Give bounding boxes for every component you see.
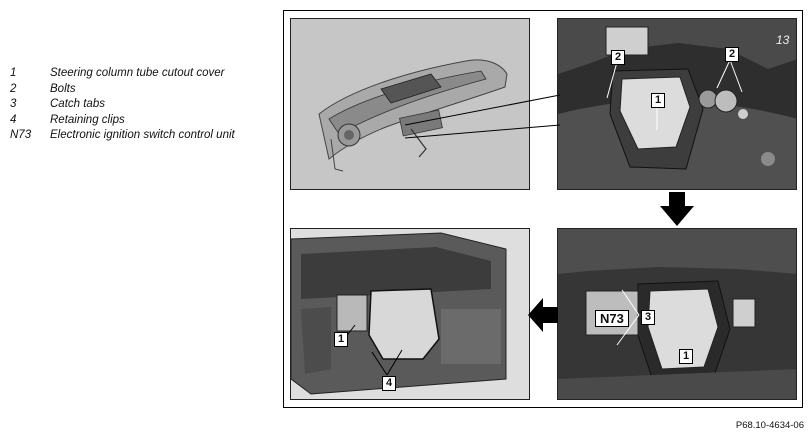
- corner-marking: 13: [776, 33, 790, 47]
- legend: 1 Steering column tube cutout cover 2 Bo…: [10, 66, 235, 144]
- legend-item: 1 Steering column tube cutout cover: [10, 66, 235, 82]
- dashboard-overview-illustration: [291, 19, 529, 189]
- legend-item: 4 Retaining clips: [10, 113, 235, 129]
- legend-item: 3 Catch tabs: [10, 97, 235, 113]
- legend-key: 1: [10, 67, 17, 79]
- legend-text: Catch tabs: [50, 98, 105, 110]
- legend-text: Steering column tube cutout cover: [50, 67, 225, 79]
- legend-key: 3: [10, 98, 17, 110]
- panel-overview: [290, 18, 530, 190]
- legend-text: Bolts: [50, 82, 76, 95]
- callout-cover-bottom-right: 1: [679, 349, 694, 364]
- panel-n73-tabs: [557, 228, 797, 400]
- figure-frame: [283, 10, 803, 408]
- cover-bolts-illustration: [558, 19, 796, 189]
- callout-cover-bottom-left: 1: [334, 332, 349, 347]
- callout-n73: N73: [595, 310, 629, 327]
- legend-item: 2 Bolts: [10, 82, 235, 98]
- panel-carrier-clips: [290, 228, 530, 400]
- callout-catch-tabs: 3: [641, 310, 656, 325]
- legend-text: Electronic ignition switch control unit: [50, 129, 235, 141]
- legend-item: N73 Electronic ignition switch control u…: [10, 128, 235, 144]
- panel-cover-bolts: [557, 18, 797, 190]
- callout-retaining-clips: 4: [382, 376, 397, 391]
- legend-key: 2: [10, 82, 17, 95]
- arrow-left-icon: [528, 298, 558, 332]
- arrow-down-icon: [660, 192, 694, 226]
- legend-key: N73: [10, 129, 32, 141]
- figure-code: P68.10-4634-06: [735, 420, 804, 431]
- callout-bolt-left: 2: [611, 50, 626, 65]
- legend-key: 4: [10, 113, 17, 126]
- carrier-clips-illustration: [291, 229, 529, 399]
- n73-tabs-illustration: [558, 229, 796, 399]
- callout-bolt-right: 2: [725, 47, 740, 62]
- legend-text: Retaining clips: [50, 113, 125, 126]
- callout-cover-top: 1: [651, 93, 666, 108]
